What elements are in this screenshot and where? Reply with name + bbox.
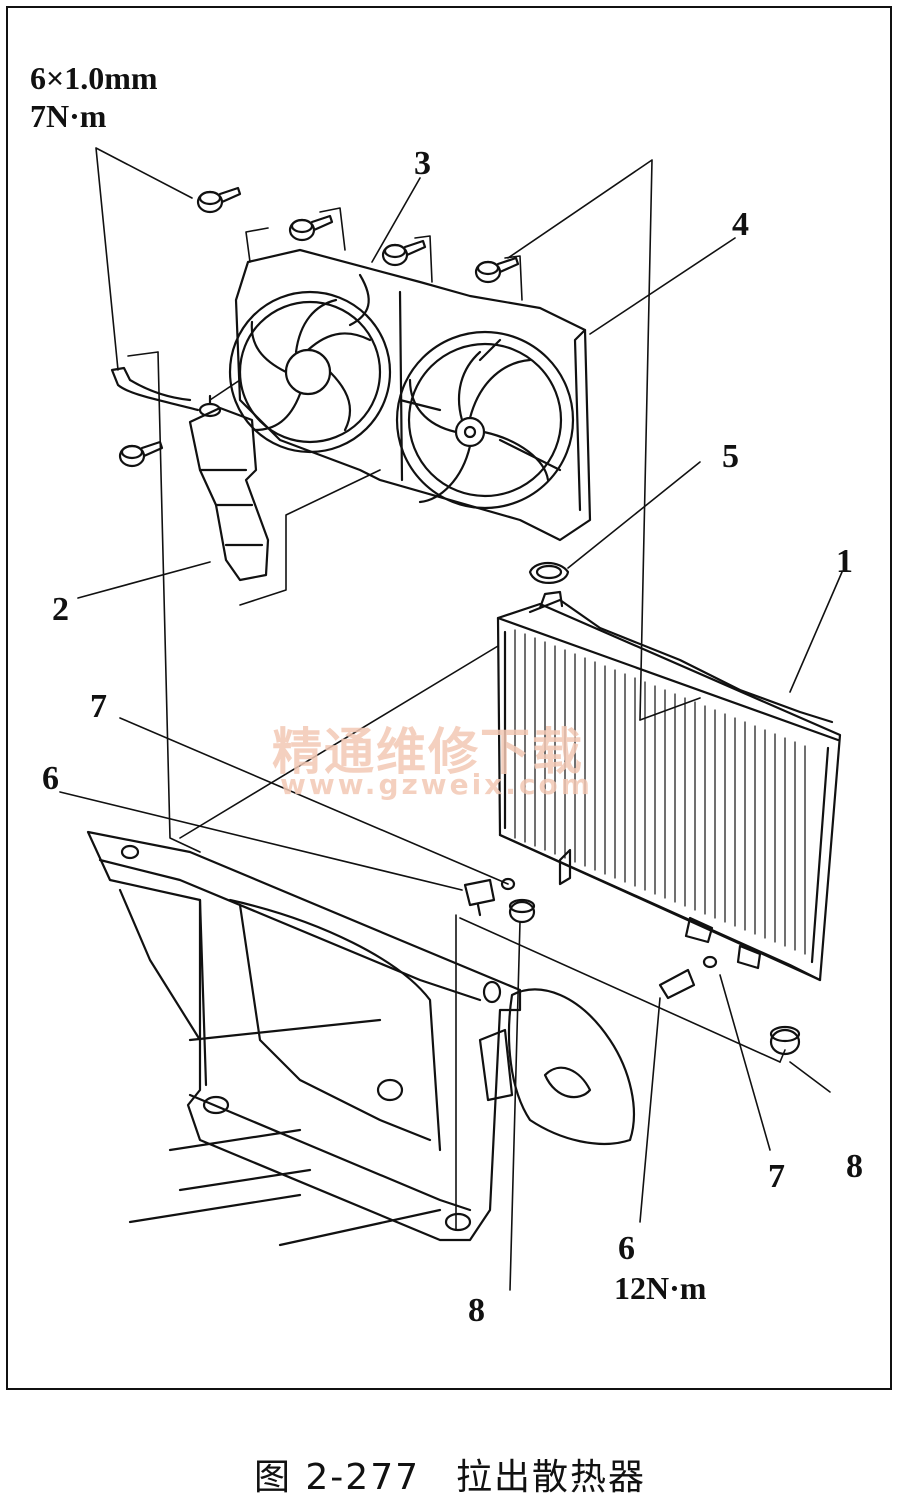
callout-8-right: 8 (846, 1148, 863, 1185)
callout-7-lower: 7 (768, 1158, 785, 1195)
callout-5: 5 (722, 438, 739, 475)
callout-6-lower: 6 (618, 1230, 635, 1267)
radiator-core (496, 590, 842, 982)
callout-7-upper: 7 (90, 688, 107, 725)
drain-plug-torque-spec: 12N·m (614, 1270, 707, 1306)
figure-title: 拉出散热器 (456, 1457, 647, 1498)
watermark-text: 精通维修下载 (272, 723, 584, 781)
bolt-torque-spec: 7N·m (30, 98, 107, 134)
watermark-url: www.gzweix.com (280, 768, 593, 801)
figure-caption: 图 2-277 拉出散热器 (0, 1448, 900, 1500)
shroud-mounting-bolts (118, 186, 520, 468)
drain-plug-upper (463, 877, 516, 917)
mount-cushion-right (769, 1025, 801, 1056)
callout-6-upper: 6 (42, 760, 59, 797)
fan-shroud-assembly (228, 248, 592, 542)
callout-8-lower: 8 (468, 1292, 485, 1329)
figure-number: 图 2-277 (253, 1457, 421, 1498)
figure-frame (6, 6, 892, 1390)
callout-2: 2 (52, 591, 69, 628)
mount-cushion-lower-left (508, 898, 536, 924)
bolt-size-spec: 6×1.0mm (30, 60, 158, 96)
callout-1: 1 (836, 543, 853, 580)
radiator-cap (528, 561, 570, 584)
callout-3: 3 (414, 145, 431, 182)
radiator-exploded-diagram (59, 147, 843, 1291)
leader-lines (59, 147, 843, 1291)
vehicle-front-structure (86, 830, 636, 1247)
callout-4: 4 (732, 206, 749, 243)
drain-plug-lower (658, 955, 718, 1000)
